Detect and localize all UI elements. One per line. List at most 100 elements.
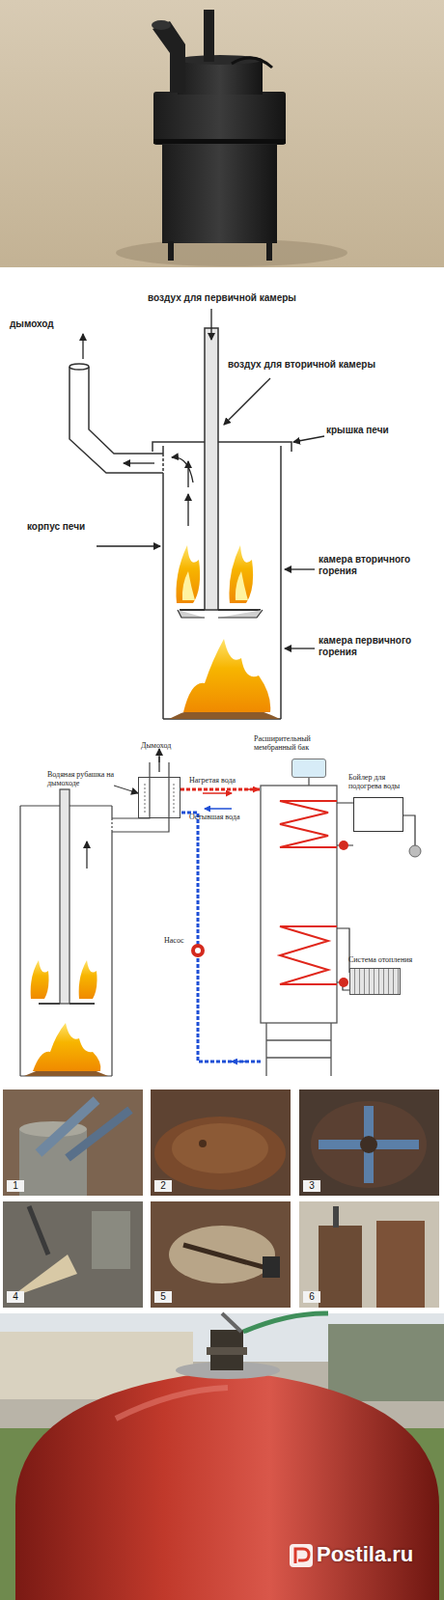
stove-photo xyxy=(231,57,273,68)
stove-photo xyxy=(115,239,348,267)
water-pipe xyxy=(246,788,259,791)
stove-section xyxy=(143,783,145,813)
expansion-tank: Расширительный мембранный бак xyxy=(291,758,327,778)
leader-arrow xyxy=(96,545,161,547)
callout-number: 2 xyxy=(154,1180,172,1193)
callout-number: 4 xyxy=(6,1291,25,1304)
build-photo xyxy=(154,1116,286,1191)
build-photo xyxy=(310,1101,427,1189)
heat-tank xyxy=(307,777,309,786)
boiler-box: Бойлер для подогрева воды xyxy=(353,797,404,833)
water-pipe xyxy=(202,792,232,795)
heat-tank xyxy=(260,777,416,1077)
build-photo xyxy=(2,1089,440,1308)
node-label: Система отопления xyxy=(348,955,438,965)
flow-arrow xyxy=(123,457,194,527)
pump-symbol xyxy=(191,943,205,958)
stove-photo xyxy=(203,9,215,62)
pump-symbol xyxy=(338,840,349,851)
stove-section xyxy=(162,445,165,454)
flame xyxy=(235,571,249,601)
flow-arrow xyxy=(123,462,155,464)
stove-section xyxy=(111,818,112,833)
build-photo xyxy=(91,1211,131,1270)
pump-symbol xyxy=(191,840,421,988)
stove-photo xyxy=(153,138,286,144)
cylinder-photo xyxy=(206,1347,248,1356)
watermark-icon xyxy=(289,1544,313,1568)
build-photo xyxy=(198,1139,207,1148)
stove-section xyxy=(162,472,165,720)
flow-arrow xyxy=(187,494,189,527)
stove-section xyxy=(177,610,263,618)
callout-number: 5 xyxy=(154,1291,172,1304)
leader-arrow xyxy=(210,308,212,340)
stove-section xyxy=(19,805,21,1077)
flame xyxy=(24,960,109,1077)
part-label: камера первичного горения xyxy=(318,635,433,658)
flame xyxy=(228,545,253,604)
build-photo xyxy=(150,1089,291,1196)
flame xyxy=(32,1023,101,1072)
node-label: Расширительный мембранный бак xyxy=(253,734,330,752)
callout-number: 6 xyxy=(303,1291,321,1304)
stove-section xyxy=(88,366,164,454)
pump-symbol xyxy=(338,977,349,988)
stove-photo xyxy=(0,0,444,268)
pump-symbol xyxy=(409,845,421,858)
build-photo xyxy=(150,1201,291,1308)
build-photo xyxy=(28,1206,49,1255)
part-label: воздух для первичной камеры xyxy=(125,292,319,305)
pump-symbol xyxy=(194,947,201,954)
stove-photo xyxy=(162,142,278,244)
stove-section xyxy=(111,805,112,819)
stove-section xyxy=(158,749,160,763)
stove-section xyxy=(20,749,174,1077)
stove-section xyxy=(204,328,219,611)
stove-section xyxy=(162,453,165,473)
cylinder-photo xyxy=(222,1313,242,1332)
cylinder-photo xyxy=(0,1313,444,1600)
callout-number: 3 xyxy=(303,1180,321,1193)
stove-photo xyxy=(151,20,171,30)
stove-photo xyxy=(153,91,286,145)
leader-arrow xyxy=(223,378,271,425)
stove-photo xyxy=(266,241,273,261)
watermark-icon xyxy=(289,1544,313,1568)
heat-tank xyxy=(336,928,350,991)
water-jacket: Водяная рубашка на дымоходе xyxy=(138,777,181,819)
flame xyxy=(168,545,280,720)
build-photo xyxy=(2,1089,143,1196)
stove-section xyxy=(69,366,164,473)
flow-arrow xyxy=(171,457,194,483)
water-pipe xyxy=(231,1060,247,1063)
build-photo xyxy=(318,1225,362,1308)
stove-section xyxy=(179,609,261,611)
flame xyxy=(175,545,200,604)
flame xyxy=(79,960,98,999)
build-photo xyxy=(171,1123,269,1174)
water-pipe xyxy=(180,812,261,1062)
callout-number: 1 xyxy=(6,1180,25,1193)
build-photo xyxy=(299,1089,440,1196)
flow-label: Нагретая вода xyxy=(189,776,257,785)
leader-arrow xyxy=(284,568,315,570)
water-pipe xyxy=(113,785,139,794)
stove-section xyxy=(59,789,70,1004)
build-photo xyxy=(183,1245,271,1270)
cylinder-photo xyxy=(243,1313,329,1332)
leader-arrow xyxy=(284,647,315,649)
part-label: крышка печи xyxy=(326,424,438,437)
heat-tank xyxy=(266,1023,332,1077)
node-label: Бойлер для подогрева воды xyxy=(348,773,418,791)
flow-label: Остывшая вода xyxy=(189,812,257,822)
stove-section xyxy=(69,328,292,720)
build-photo xyxy=(360,1136,378,1154)
leader-arrow xyxy=(293,436,325,443)
cylinder-photo xyxy=(115,1387,228,1419)
cylinder-photo xyxy=(328,1324,444,1402)
build-photo xyxy=(168,1225,276,1284)
part-label: воздух для вторичной камеры xyxy=(227,359,436,371)
build-photo xyxy=(299,1201,440,1308)
